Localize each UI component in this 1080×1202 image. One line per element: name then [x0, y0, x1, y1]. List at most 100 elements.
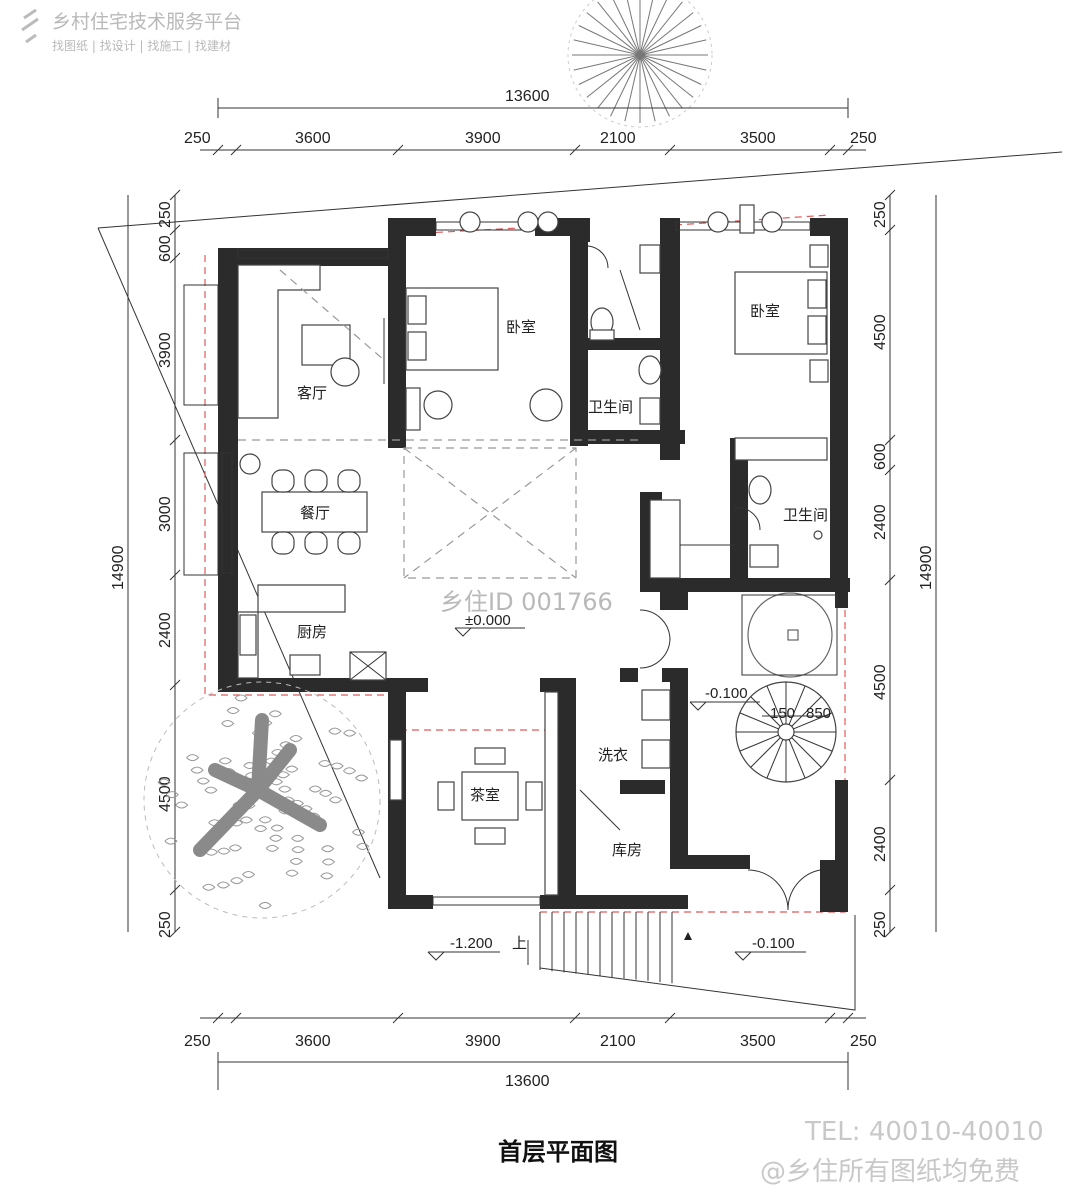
- dim-row-2-right: 600: [872, 443, 889, 470]
- dim-col-4-top: 3500: [740, 130, 776, 147]
- stair-tread: [791, 696, 822, 727]
- level-entry-right: -0.100: [752, 935, 795, 952]
- dim-tick: [664, 1012, 676, 1024]
- dim-row-2-left: 3900: [157, 332, 174, 368]
- stair-tread: [766, 739, 784, 779]
- tree-leaf: [221, 720, 235, 728]
- tree-leaf: [216, 881, 231, 889]
- tree-leaf: [268, 710, 282, 718]
- dim-col-0-bottom: 250: [184, 1033, 211, 1050]
- dimension-left: 14900 250 600 3900 3000 2400 4500 250: [110, 189, 181, 938]
- tree-leaf: [291, 834, 305, 842]
- room-labels: 客厅 卧室 卫生间 卧室 卫生间 餐厅 厨房 茶室 洗衣 库房: [297, 302, 828, 859]
- dimension-top: 13600 250 3600 3900 2100 3500 250: [184, 88, 877, 156]
- dim-row-5-left: 4500: [157, 776, 174, 812]
- bath1-fixtures: [587, 244, 662, 425]
- tea-table: [461, 771, 519, 821]
- bedroom2-furniture: [707, 204, 829, 383]
- tree-leaf: [321, 845, 335, 853]
- level-marks: ±0.000 -0.100 -1.200 上 -0.100: [427, 612, 806, 961]
- tree-branch: [639, 54, 707, 71]
- tree-leaf: [239, 816, 253, 824]
- tree-branch: [639, 12, 694, 56]
- dim-col-3-top: 2100: [600, 130, 636, 147]
- dim-row-3-right: 2400: [872, 504, 889, 540]
- dim-row-6-left: 250: [157, 911, 174, 938]
- dim-tick: [212, 1012, 224, 1024]
- dim-tick: [842, 144, 854, 156]
- tree-leaf: [270, 824, 284, 832]
- dim-col-5-top: 250: [850, 130, 877, 147]
- level-main: ±0.000: [465, 612, 511, 629]
- tree-branch: [624, 54, 641, 122]
- level-stair-hall: -0.100: [705, 685, 748, 702]
- stair-dim-150: 150: [770, 705, 795, 722]
- dim-row-3-left: 3000: [157, 496, 174, 532]
- tree-leaf: [202, 883, 216, 891]
- dim-tick: [884, 774, 896, 786]
- logo-mark-icon: [21, 8, 39, 44]
- dim-tick: [884, 884, 896, 896]
- dim-row-1-right: 4500: [872, 314, 889, 350]
- platform-name: 乡村住宅技术服务平台: [52, 11, 242, 33]
- tree-leaf: [320, 872, 334, 880]
- tree-leaf: [330, 762, 344, 770]
- dim-tick: [842, 1012, 854, 1024]
- tree-leaf: [204, 786, 218, 794]
- dim-tick: [884, 464, 896, 476]
- tree-leaf: [196, 777, 210, 785]
- tree-leaf: [165, 791, 179, 799]
- dim-col-2-top: 3900: [465, 130, 501, 147]
- windows: [183, 221, 811, 906]
- dim-col-1-top: 3600: [295, 130, 331, 147]
- tree-branch: [578, 25, 641, 56]
- tree-leaf: [164, 837, 178, 845]
- tree-branch: [639, 54, 694, 98]
- up-arrow-icon: [684, 932, 692, 940]
- stair-tread: [739, 712, 779, 730]
- dim-total-depth-right: 14900: [918, 545, 935, 590]
- tree-branch: [586, 12, 641, 56]
- tree-leaf: [190, 766, 204, 774]
- dimension-bottom: 250 3600 3900 2100 3500 250 13600: [184, 1012, 877, 1090]
- watermark-id: 乡住ID 001766: [440, 588, 613, 616]
- dim-tick: [392, 1012, 404, 1024]
- footer-note: @乡住所有图纸均免费: [760, 1157, 1020, 1187]
- tree-leaf: [254, 825, 268, 833]
- tree-branch: [639, 25, 702, 56]
- dim-total-depth-left: 14900: [110, 545, 127, 590]
- tree-leaf: [186, 754, 200, 762]
- stair-tread: [788, 739, 806, 779]
- laundry-fixtures: [579, 609, 671, 831]
- dim-tick: [824, 1012, 836, 1024]
- dim-tick: [884, 189, 896, 201]
- tree-branch: [573, 54, 641, 71]
- tree-branch: [610, 54, 641, 117]
- tree-branch: [597, 54, 641, 109]
- tree-leaf: [308, 785, 322, 793]
- dim-col-1-bottom: 3600: [295, 1033, 331, 1050]
- kitchen-furniture: [237, 584, 387, 681]
- platform-logo: 乡村住宅技术服务平台 找图纸 | 找设计 | 找施工 | 找建材: [21, 8, 242, 53]
- dim-tick: [392, 144, 404, 156]
- tree-leaf: [258, 901, 272, 909]
- tree-branch: [639, 39, 707, 56]
- tree-branch: [639, 54, 656, 122]
- tree-top-icon: [567, 0, 713, 128]
- stair-tread: [793, 734, 833, 752]
- tree-branch: [639, 54, 683, 109]
- label-storage: 库房: [612, 841, 642, 859]
- dim-tick: [169, 679, 181, 691]
- stair-tread: [750, 737, 781, 768]
- dim-tick: [569, 144, 581, 156]
- stair-tread: [788, 685, 806, 725]
- dim-tick: [169, 189, 181, 201]
- tree-leaf: [218, 757, 232, 765]
- spiral-stair: 150 850: [735, 681, 837, 783]
- tree-leaf: [258, 816, 272, 824]
- label-bedroom-2: 卧室: [750, 302, 780, 320]
- dim-total-width-top: 13600: [505, 88, 550, 105]
- tree-leaf: [355, 774, 369, 782]
- tree-leaf: [356, 842, 370, 850]
